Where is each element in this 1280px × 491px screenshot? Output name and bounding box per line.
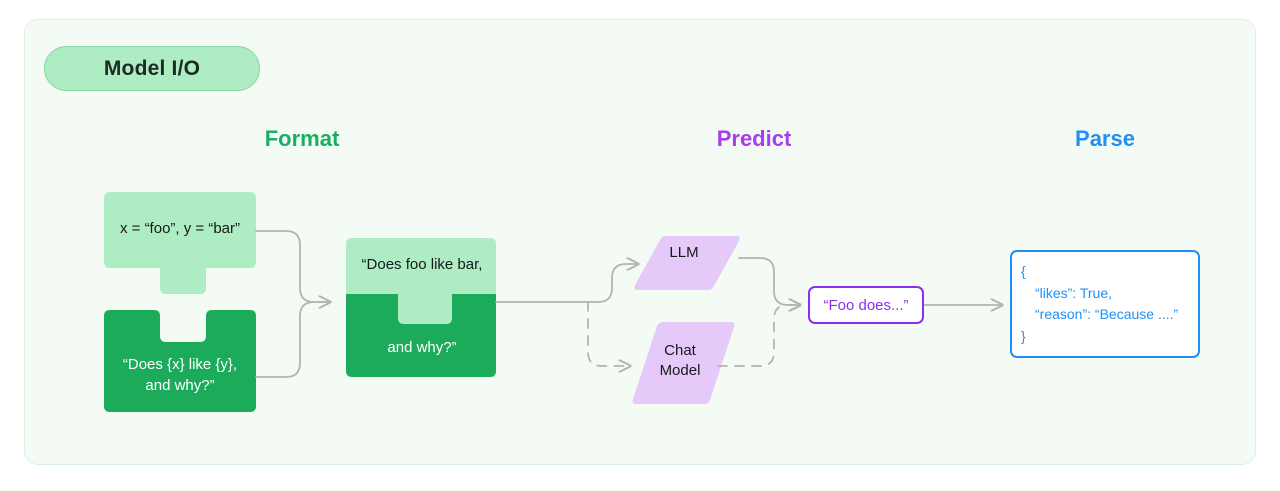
json-line-0: { — [1021, 263, 1026, 279]
json-line-1: “likes”: True, — [1035, 284, 1113, 301]
model-io-badge: Model I/O — [44, 46, 260, 91]
json-line-2: “reason”: “Because ....” — [1035, 306, 1179, 323]
column-title-parse: Parse — [1075, 126, 1135, 151]
column-title-predict: Predict — [716, 126, 792, 151]
parsed-json-box: { “likes”: True, “reason”: “Because ....… — [1010, 250, 1200, 358]
model-output-box: “Foo does...” — [808, 286, 924, 324]
column-title-format: Format — [264, 126, 340, 151]
json-line-3: } — [1021, 328, 1026, 345]
